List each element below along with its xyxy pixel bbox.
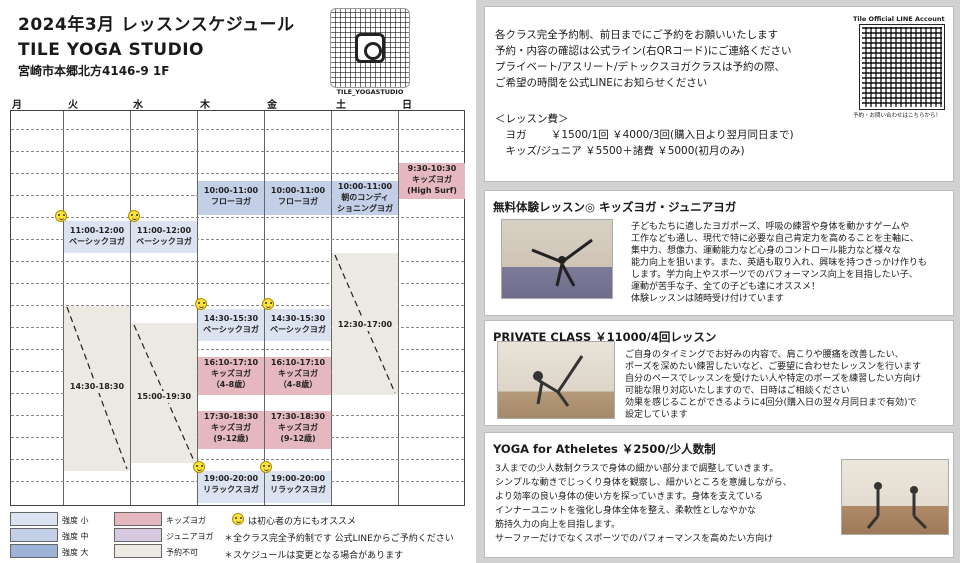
legend-kids-label: キッズヨガ	[166, 516, 206, 525]
trial-text-line: 運動が苦手な子、全ての子ども達にオススメ！	[631, 282, 821, 292]
beginner-smiley-icon	[232, 513, 244, 525]
line-qr-title: Tile Official LINE Account	[853, 15, 945, 23]
private-text-line: 効果を感じることができるように4回分(購入日の翌々月同日まで有効)で	[625, 398, 917, 408]
instagram-handle: TILE_YOGASTUDIO	[336, 88, 404, 96]
legend-big-label: 強度 大	[62, 548, 89, 557]
instagram-icon	[355, 33, 385, 63]
day-wed: 水	[133, 100, 143, 111]
studio-address: 宮崎市本郷北方4146-9 1F	[18, 64, 170, 78]
legend-junior-label: ジュニアヨガ	[166, 532, 214, 541]
legend-swatch-small	[10, 512, 58, 526]
tue-basic-class[interactable]: 11:00-12:00 ベーシックヨガ	[64, 221, 130, 253]
beginner-smiley-icon	[195, 298, 207, 310]
day-sat: 土	[336, 100, 346, 111]
fri-relax-class[interactable]: 19:00-20:00 リラックスヨガ	[265, 471, 331, 503]
private-photo	[497, 341, 615, 419]
beginner-smiley-icon	[260, 461, 272, 473]
private-text-line: ご自身のタイミングでお好みの内容で、肩こりや腰痛を改善したい、	[625, 350, 904, 360]
athletes-text-line: 3人までの少人数制クラスで身体の細かい部分まで調整していきます。	[495, 464, 779, 474]
sat-conditioning-class[interactable]: 10:00-11:00 朝のコンディ ショニングヨガ	[332, 181, 398, 215]
athletes-text-line: サーファーだけでなくスポーツでのパフォーマンスを高めたい方向け	[495, 534, 774, 544]
private-text-line: 可能な限り対応いたしますので、日時はご相談ください	[625, 386, 850, 396]
line-qr-caption: 予約・お問い合わせはこちらから！	[853, 113, 942, 119]
thu-flow-class[interactable]: 10:00-11:00 フローヨガ	[198, 181, 264, 215]
wed-basic-class[interactable]: 11:00-12:00 ベーシックヨガ	[131, 221, 197, 253]
weekday-header: 月 火 水 木 金 土 日	[10, 96, 465, 111]
legend-small-label: 強度 小	[62, 516, 89, 525]
athletes-photo	[841, 459, 949, 535]
fri-kids-class-4-8[interactable]: 16:10-17:10 キッズヨガ （4-8歳）	[265, 357, 331, 395]
thu-basic-class[interactable]: 14:30-15:30 ベーシックヨガ	[198, 309, 264, 341]
trial-text-line: 工作なども通し、現代で特に必要な自己肯定力を高めることを主軸に、	[631, 234, 919, 244]
private-text-line: 自分のペースでレッスンを受けたい人や特定のポーズを練習したい方向け	[625, 374, 922, 384]
trial-title: 無料体験レッスン◎ キッズヨガ・ジュニアヨガ	[493, 200, 737, 214]
instagram-qr-code[interactable]	[330, 8, 410, 88]
athletes-text-line: より効率の良い身体の使い方を探っていきます。身体を支えている	[495, 492, 764, 502]
reservation-info-card: 各クラス完全予約制、前日までにご予約をお願いいたします 予約・内容の確認は公式ラ…	[484, 6, 954, 182]
schedule-panel: 2024年3月 レッスンスケジュール TILE YOGA STUDIO 宮崎市本…	[0, 0, 476, 563]
day-mon: 月	[12, 100, 22, 111]
day-thu: 木	[200, 100, 210, 111]
studio-name: TILE YOGA STUDIO	[18, 40, 205, 60]
fri-basic-class[interactable]: 14:30-15:30 ベーシックヨガ	[265, 309, 331, 341]
legend: 強度 小 強度 中 強度 大 キッズヨガ ジュニアヨガ 予約不可 は初心者の方に…	[10, 510, 475, 563]
legend-swatch-mid	[10, 528, 58, 542]
athletes-text-line: インナーユニットを強化し身体全体を整え、柔軟性としなやかな	[495, 506, 757, 516]
info-panel: 各クラス完全予約制、前日までにご予約をお願いいたします 予約・内容の確認は公式ラ…	[476, 0, 960, 563]
day-sun: 日	[402, 100, 412, 111]
private-title: PRIVATE CLASS ￥11000/4回レッスン	[493, 330, 717, 344]
legend-change-note: ＊スケジュールは変更となる場合があります	[224, 551, 404, 561]
fri-kids-class-9-12[interactable]: 17:30-18:30 キッズヨガ (9-12歳)	[265, 411, 331, 449]
thu-kids-class-4-8[interactable]: 16:10-17:10 キッズヨガ （4-8歳）	[198, 357, 264, 395]
thu-kids-class-9-12[interactable]: 17:30-18:30 キッズヨガ (9-12歳)	[198, 411, 264, 449]
trial-lesson-card: 無料体験レッスン◎ キッズヨガ・ジュニアヨガ 子どもたちに適したヨガポーズ、呼吸…	[484, 190, 954, 316]
trial-text-line: 能力向上を狙います。また、英語も取り入れ、興味を持つきっかけ作りも	[631, 258, 927, 268]
day-fri: 金	[267, 100, 277, 111]
fee-yoga: ヨガ ￥1500/1回 ￥4000/3回(購入日より翌月同日まで)	[495, 129, 794, 141]
legend-beginner-note: は初心者の方にもオススメ	[248, 517, 357, 527]
fri-flow-class[interactable]: 10:00-11:00 フローヨガ	[265, 181, 331, 215]
private-text-line: ポーズを深めたい練習したいなど、ご要望に合わせたレッスンを行います	[625, 362, 922, 372]
legend-swatch-unavailable	[114, 544, 162, 558]
trial-text-line: 体験レッスンは随時受け付けています	[631, 294, 785, 304]
line-qr-code[interactable]	[859, 24, 945, 110]
wed-unavailable-time: 15:00-19:30	[131, 391, 197, 403]
trial-text-line: します。学力向上やスポーツでのパフォーマンス向上を目指したい子、	[631, 270, 918, 280]
athletes-title: YOGA for Atheletes ￥2500/少人数制	[493, 442, 716, 456]
thu-relax-class[interactable]: 19:00-20:00 リラックスヨガ	[198, 471, 264, 503]
tue-unavailable-time: 14:30-18:30	[64, 381, 130, 393]
day-tue: 火	[68, 100, 78, 111]
legend-swatch-kids	[114, 512, 162, 526]
trial-text-line: 子どもたちに適したヨガポーズ、呼吸の練習や身体を動かすゲームや	[631, 222, 910, 232]
beginner-smiley-icon	[55, 210, 67, 222]
legend-mid-label: 強度 中	[62, 532, 89, 541]
fee-heading: ＜レッスン費＞	[495, 113, 569, 125]
sun-kids-class[interactable]: 9:30-10:30 キッズヨガ (High Surf)	[399, 163, 465, 199]
athletes-text-line: シンプルな動きでじっくり身体を観察し、細かいところを意識しながら、	[495, 478, 792, 488]
info-line: ご希望の時間を公式LINEにお知らせください	[495, 77, 708, 89]
info-line: 予約・内容の確認は公式ライン(右QRコード)にご連絡ください	[495, 45, 792, 57]
athletes-text-line: 筋持久力の向上を目指します。	[495, 520, 621, 530]
schedule-grid: 14:30-18:30 15:00-19:30 12:30-17:00 9:30…	[10, 110, 465, 506]
private-text-line: 設定しています	[625, 410, 688, 420]
schedule-title: 2024年3月 レッスンスケジュール	[18, 15, 295, 35]
trial-photo	[501, 219, 613, 299]
legend-swatch-big	[10, 544, 58, 558]
athletes-class-card: YOGA for Atheletes ￥2500/少人数制 3人までの少人数制ク…	[484, 432, 954, 558]
beginner-smiley-icon	[193, 461, 205, 473]
beginner-smiley-icon	[128, 210, 140, 222]
legend-reservation-note: ＊全クラス完全予約制です 公式LINEからご予約ください	[224, 534, 454, 544]
beginner-smiley-icon	[262, 298, 274, 310]
legend-unavailable-label: 予約不可	[166, 548, 198, 557]
fee-kids: キッズ/ジュニア ￥5500＋諸費 ￥5000(初月のみ)	[495, 145, 745, 157]
info-line: 各クラス完全予約制、前日までにご予約をお願いいたします	[495, 29, 779, 41]
private-class-card: PRIVATE CLASS ￥11000/4回レッスン ご自身のタイミングでお好…	[484, 320, 954, 426]
trial-text-line: 集中力、想像力、運動能力など心身のコントロール能力など様々な	[631, 246, 902, 256]
legend-swatch-junior	[114, 528, 162, 542]
sat-unavailable-time: 12:30-17:00	[332, 319, 398, 331]
info-line: プライベート/アスリート/デトックスヨガクラスは予約の際、	[495, 61, 786, 73]
